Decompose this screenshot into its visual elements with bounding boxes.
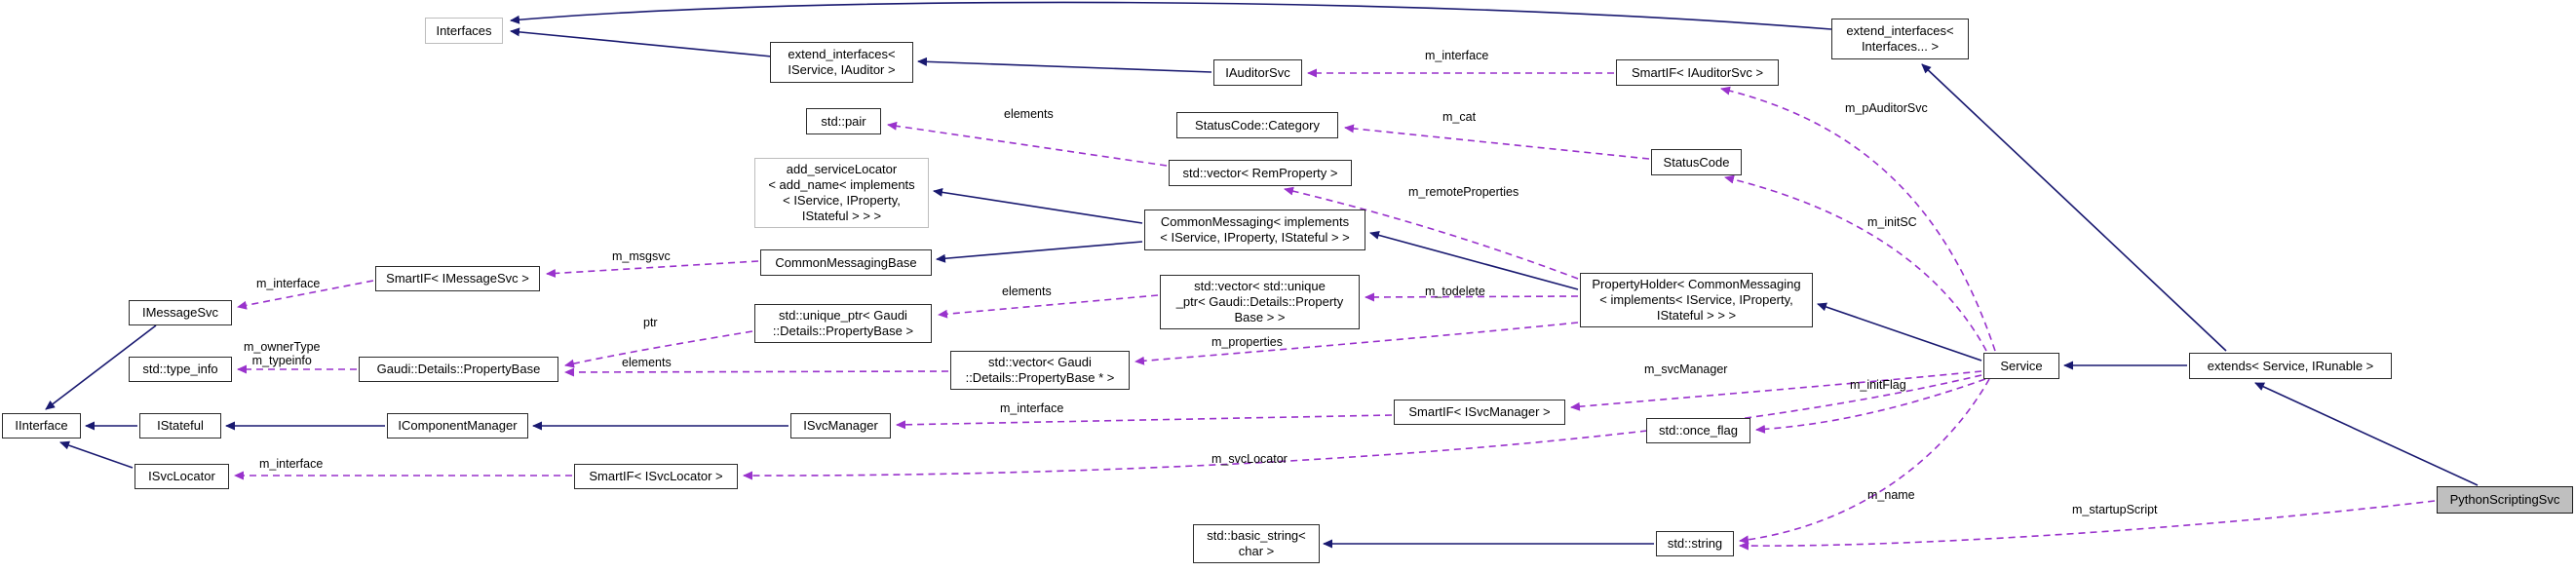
node-vector-remproperty[interactable]: std::vector< RemProperty > [1169, 160, 1352, 186]
node-smartif-iauditorsvc[interactable]: SmartIF< IAuditorSvc > [1616, 59, 1779, 86]
node-statuscode[interactable]: StatusCode [1651, 149, 1742, 175]
node-add-servicelocator[interactable]: add_serviceLocator < add_name< implement… [754, 158, 929, 228]
node-pythonscriptingsvc: PythonScriptingSvc [2437, 486, 2573, 514]
edge-label-m-cat: m_cat [1442, 110, 1477, 124]
edge-label-m-interface-imessagesvc: m_interface [256, 277, 321, 290]
node-propertyholder[interactable]: PropertyHolder< CommonMessaging < implem… [1580, 273, 1813, 327]
edge-label-m-interface-isvcmanager: m_interface [1000, 401, 1064, 415]
edge-label-ptr: ptr [643, 316, 658, 329]
node-std-pair[interactable]: std::pair [806, 108, 881, 134]
node-smartif-isvcmanager[interactable]: SmartIF< ISvcManager > [1394, 400, 1565, 425]
node-gaudi-details-propertybase[interactable]: Gaudi::Details::PropertyBase [359, 357, 558, 382]
edge-label-m-properties: m_properties [1211, 335, 1283, 349]
node-std-string[interactable]: std::string [1656, 531, 1734, 556]
node-iinterface[interactable]: IInterface [2, 413, 81, 439]
edge-label-m-pauditorsvc: m_pAuditorSvc [1845, 101, 1928, 115]
node-vector-propertybase-ptr[interactable]: std::vector< Gaudi ::Details::PropertyBa… [950, 351, 1130, 390]
node-commonmessagingbase[interactable]: CommonMessagingBase [760, 249, 932, 276]
node-std-basic-string[interactable]: std::basic_string< char > [1193, 524, 1320, 563]
edge-label-m-remoteproperties: m_remoteProperties [1408, 185, 1519, 199]
node-unique-ptr-propertybase[interactable]: std::unique_ptr< Gaudi ::Details::Proper… [754, 304, 932, 343]
edge-label-m-svclocator: m_svcLocator [1211, 452, 1288, 466]
edge-label-m-name: m_name [1867, 488, 1915, 502]
node-std-type-info[interactable]: std::type_info [129, 357, 232, 382]
node-commonmessaging[interactable]: CommonMessaging< implements < IService, … [1144, 210, 1365, 250]
edge-label-m-ownertype-m-typeinfo: m_ownerType m_typeinfo [244, 340, 321, 367]
node-interfaces[interactable]: Interfaces [425, 18, 503, 44]
node-statuscode-category[interactable]: StatusCode::Category [1176, 112, 1338, 138]
node-service[interactable]: Service [1983, 353, 2059, 379]
node-istateful[interactable]: IStateful [139, 413, 221, 439]
edge-label-m-startupscript: m_startupScript [2072, 503, 2158, 516]
edge-label-elements-pair: elements [1004, 107, 1054, 121]
node-extends-service-irunable[interactable]: extends< Service, IRunable > [2189, 353, 2392, 379]
node-iauditorsvc[interactable]: IAuditorSvc [1213, 59, 1302, 86]
edge-label-elements-propertybase: elements [622, 356, 672, 369]
edge-label-m-todelete: m_todelete [1425, 285, 1485, 298]
edge-label-elements-uniqueptr: elements [1002, 285, 1052, 298]
node-smartif-imessagesvc[interactable]: SmartIF< IMessageSvc > [375, 266, 540, 291]
node-extend-interfaces-variadic[interactable]: extend_interfaces< Interfaces... > [1831, 19, 1969, 59]
edge-label-m-msgsvc: m_msgsvc [612, 249, 671, 263]
edge-label-m-svcmanager: m_svcManager [1644, 362, 1728, 376]
node-vector-unique-ptr[interactable]: std::vector< std::unique _ptr< Gaudi::De… [1160, 275, 1360, 329]
node-smartif-isvclocator[interactable]: SmartIF< ISvcLocator > [574, 464, 738, 489]
edge-label-m-interface-isvclocator: m_interface [259, 457, 324, 471]
node-icomponentmanager[interactable]: IComponentManager [387, 413, 528, 439]
edge-label-m-interface-iauditorsvc: m_interface [1425, 49, 1489, 62]
node-extend-interfaces-iservice-iauditor[interactable]: extend_interfaces< IService, IAuditor > [770, 42, 913, 83]
node-imessagesvc[interactable]: IMessageSvc [129, 300, 232, 325]
edge-label-m-initsc: m_initSC [1867, 215, 1917, 229]
edge-label-m-initflag: m_initFlag [1850, 378, 1906, 392]
node-std-once-flag[interactable]: std::once_flag [1646, 418, 1750, 443]
node-isvcmanager[interactable]: ISvcManager [790, 413, 891, 439]
node-isvclocator[interactable]: ISvcLocator [135, 464, 229, 489]
